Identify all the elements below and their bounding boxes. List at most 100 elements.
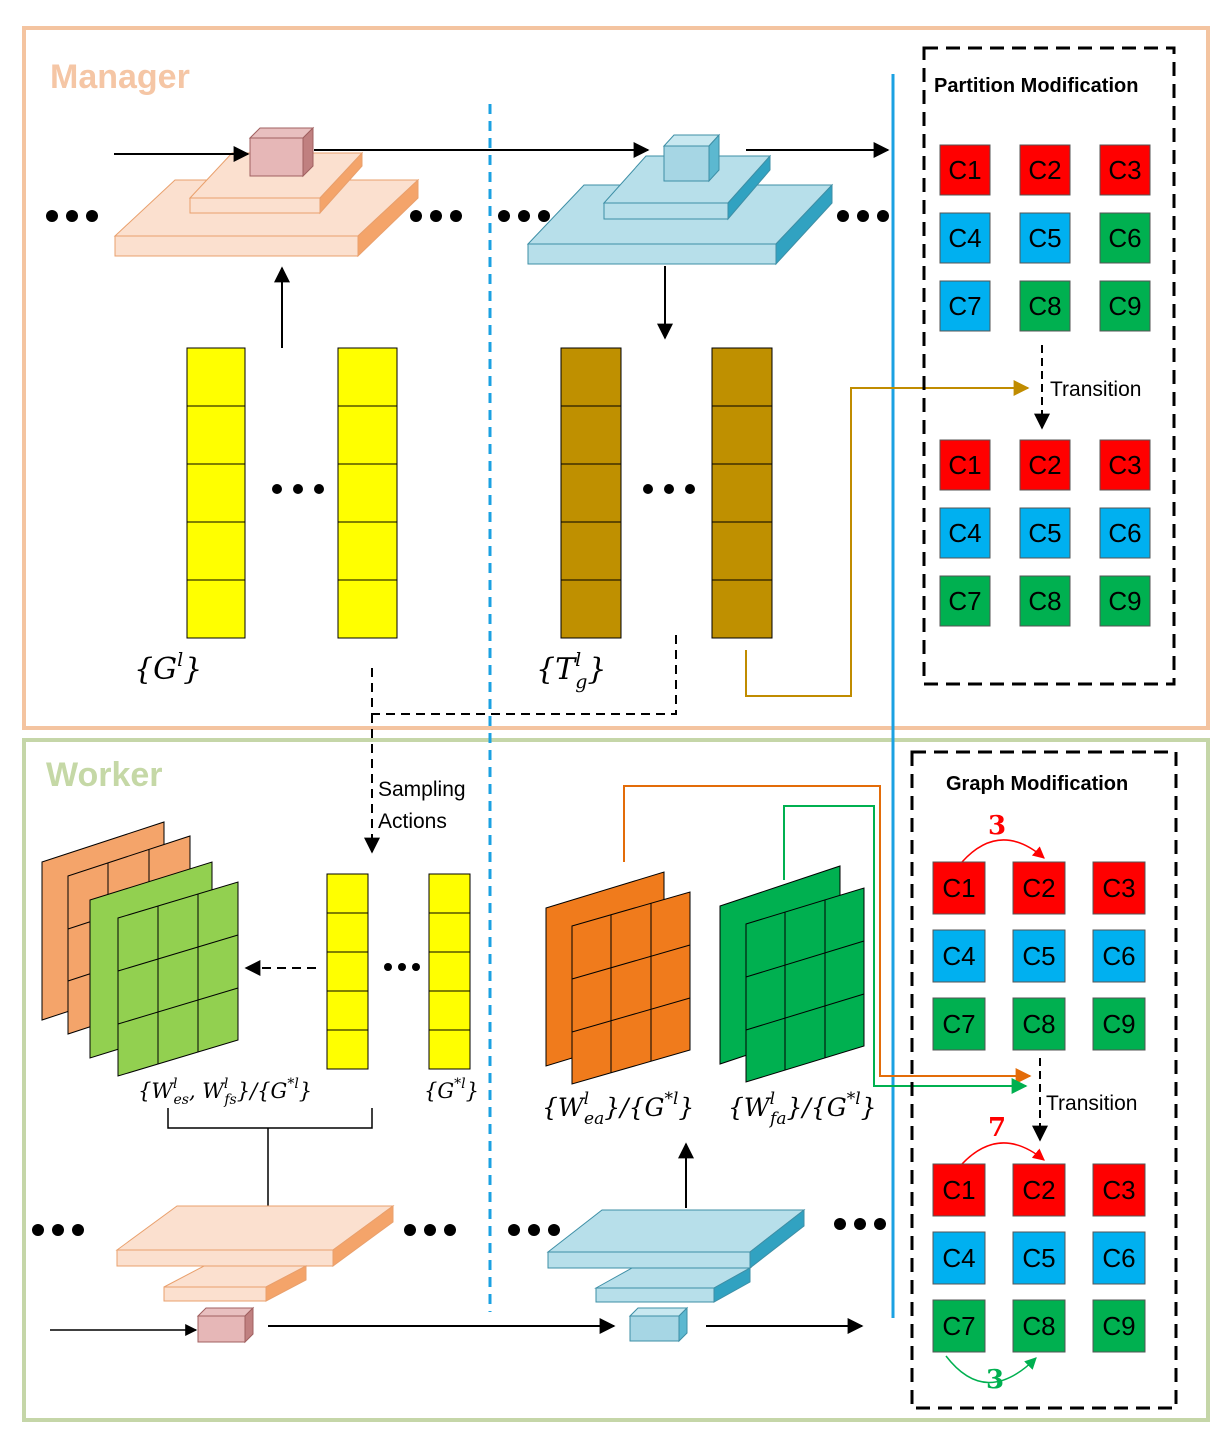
graph-before-node-c9 (1092, 997, 1146, 1051)
graph-edge-before (961, 839, 1045, 863)
partition-before-node-label: C3 (1108, 155, 1141, 185)
graph-after-node-c1 (932, 1163, 986, 1217)
partition-after-node-c2 (1019, 439, 1071, 491)
graph-before-node-label: C1 (942, 873, 975, 903)
worker-blue-stack (546, 1208, 806, 1343)
graph-before-node-c3 (1092, 861, 1146, 915)
partition-after-node-c7 (939, 575, 991, 627)
graph-before-node-c2 (1012, 861, 1066, 915)
graph-edge-after-bottom-label: 3 (986, 1365, 1004, 1395)
partition-after-node-label: C1 (948, 450, 981, 480)
graph-panel (910, 750, 1178, 1410)
graph-after-node-label: C5 (1022, 1243, 1055, 1273)
graph-before-node-label: C5 (1022, 941, 1055, 971)
green-route (783, 805, 1028, 1094)
manager-border (22, 26, 1210, 730)
partition-before-node-label: C7 (948, 291, 981, 321)
graph-after-node-c9 (1092, 1299, 1146, 1353)
partition-before-node-label: C8 (1028, 291, 1061, 321)
manager-label: Manager (50, 58, 190, 96)
partition-after-node-c1 (939, 439, 991, 491)
graph-after-node-c6 (1092, 1231, 1146, 1285)
graph-before-node-c6 (1092, 929, 1146, 983)
sampling-label-2: Actions (378, 810, 447, 833)
graph-before-node-c5 (1012, 929, 1066, 983)
graph-after-node-c4 (932, 1231, 986, 1285)
graph-after-node-c2 (1012, 1163, 1066, 1217)
partition-before-node-c5 (1019, 212, 1071, 264)
partition-after-node-c4 (939, 507, 991, 559)
partition-before-node-label: C2 (1028, 155, 1061, 185)
graph-before-node-label: C7 (942, 1009, 975, 1039)
partition-after-node-label: C6 (1108, 518, 1141, 548)
partition-after-node-c5 (1019, 507, 1071, 559)
worker-border (22, 738, 1210, 1422)
partition-transition-label: Transition (1050, 378, 1141, 401)
ellipsis-dots-worker-bottom (32, 1218, 886, 1236)
partition-after-node-label: C3 (1108, 450, 1141, 480)
partition-before-node-label: C6 (1108, 223, 1141, 253)
graph-after-node-label: C4 (942, 1243, 975, 1273)
partition-after-node-c3 (1099, 439, 1151, 491)
manager-blue-stack (526, 133, 834, 266)
graph-after-node-label: C7 (942, 1311, 975, 1341)
graph-after-node-label: C6 (1102, 1243, 1135, 1273)
sampling-label-1: Sampling (378, 778, 466, 801)
gstar-label: {G*l} (424, 1076, 479, 1103)
weight-matrix-fa (719, 865, 865, 1083)
manager-peach-stack (113, 126, 420, 258)
graph-before-node-c8 (1012, 997, 1066, 1051)
partition-title: Partition Modification (934, 75, 1138, 97)
partition-before-node-c3 (1099, 144, 1151, 196)
graph-after-node-c3 (1092, 1163, 1146, 1217)
partition-after-node-label: C7 (948, 586, 981, 616)
graph-before-node-label: C3 (1102, 873, 1135, 903)
worker-peach-stack (115, 1205, 395, 1344)
partition-after-node-c6 (1099, 507, 1151, 559)
graph-edge-before-label: 3 (988, 811, 1006, 841)
graph-after-node-label: C2 (1022, 1175, 1055, 1205)
g-label: {Gl} (134, 649, 202, 687)
ellipsis-dots-worker (384, 963, 420, 971)
partition-before-node-c2 (1019, 144, 1071, 196)
graph-transition-label: Transition (1046, 1092, 1137, 1115)
vector-g-right (337, 347, 398, 639)
partition-before-node-c1 (939, 144, 991, 196)
partition-after-node-c9 (1099, 575, 1151, 627)
partition-after-node-label: C9 (1108, 586, 1141, 616)
partition-before-node-c4 (939, 212, 991, 264)
partition-after-node-label: C8 (1028, 586, 1061, 616)
partition-after-node-label: C2 (1028, 450, 1061, 480)
graph-before-node-c4 (932, 929, 986, 983)
partition-after-node-label: C4 (948, 518, 981, 548)
graph-before-node-c1 (932, 861, 986, 915)
dashed-sampling-path (371, 630, 677, 715)
graph-after-node-label: C1 (942, 1175, 975, 1205)
graph-after-node-label: C9 (1102, 1311, 1135, 1341)
vector-t-left (560, 347, 622, 639)
partition-panel (922, 46, 1176, 686)
graph-before-node-label: C8 (1022, 1009, 1055, 1039)
partition-before-node-label: C9 (1108, 291, 1141, 321)
weight-matrix-fs (89, 861, 239, 1077)
graph-before-node-label: C4 (942, 941, 975, 971)
partition-after-node-label: C5 (1028, 518, 1061, 548)
vector-t-right (711, 347, 773, 639)
partition-before-node-label: C1 (948, 155, 981, 185)
graph-edge-after-bottom (945, 1355, 1037, 1384)
graph-edge-after-top-label: 7 (988, 1113, 1006, 1143)
partition-before-node-c6 (1099, 212, 1151, 264)
vector-gstar-left (326, 873, 369, 1070)
graph-before-node-c7 (932, 997, 986, 1051)
merge-bracket (167, 1108, 373, 1206)
graph-before-node-label: C9 (1102, 1009, 1135, 1039)
graph-edge-after-top (961, 1142, 1045, 1165)
